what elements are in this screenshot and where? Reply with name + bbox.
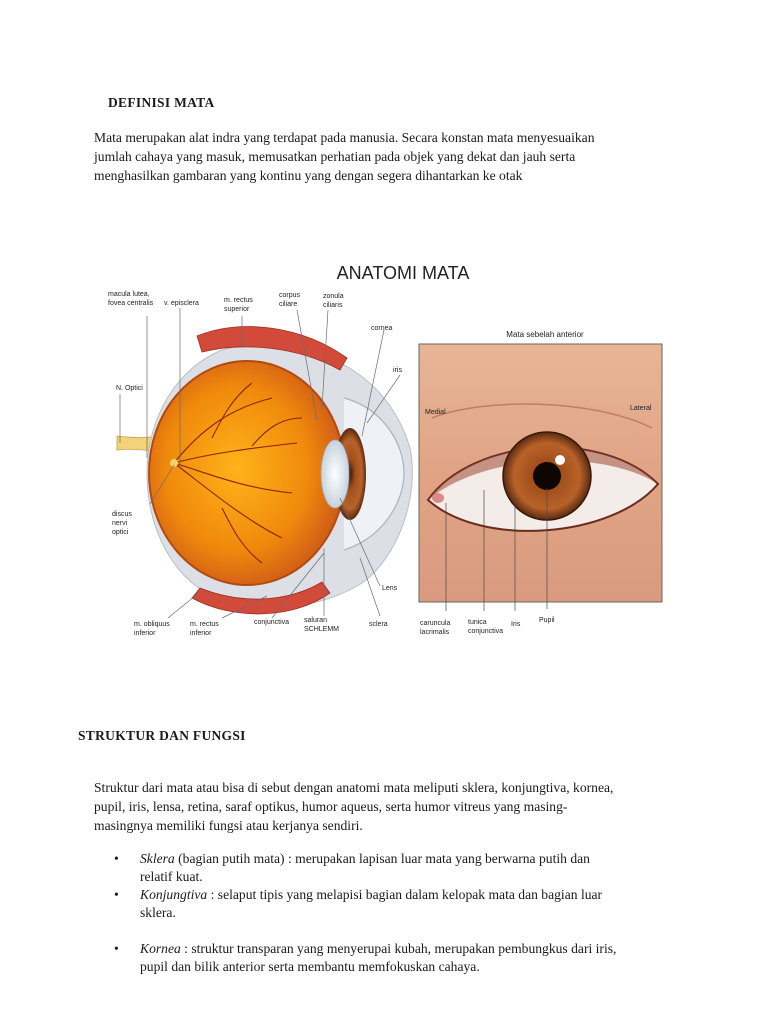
label-rectus-superior: m. rectus: [224, 297, 253, 304]
bullet-marker: •: [114, 887, 119, 902]
section-heading-definisi: DEFINISI MATA: [108, 95, 215, 110]
bullet-text-continued: pupil dan bilik anterior serta membantu …: [140, 959, 480, 974]
paragraph-line: jumlah cahaya yang masuk, memusatkan per…: [94, 149, 576, 164]
bullet-marker: •: [114, 941, 119, 956]
definition-paragraph: Mata merupakan alat indra yang terdapat …: [94, 128, 694, 185]
label-cornea: cornea: [371, 325, 393, 332]
inset-title: Mata sebelah anterior: [506, 330, 584, 339]
section-heading-struktur: STRUKTUR DAN FUNGSI: [78, 728, 246, 743]
label-iris: iris: [393, 367, 402, 374]
bullet-term: Konjungtiva: [140, 887, 208, 902]
anterior-pupil: [533, 462, 561, 490]
label-conjunctiva: conjunctiva: [254, 619, 289, 626]
paragraph-line: Mata merupakan alat indra yang terdapat …: [94, 130, 595, 145]
label-tunica-2: conjunctiva: [468, 628, 503, 635]
label-saluran: saluran: [304, 617, 327, 624]
list-item: • Kornea : struktur transparan yang meny…: [112, 940, 672, 976]
rectus-inferior-muscle: [191, 581, 331, 615]
label-zonula-2: ciliaris: [323, 302, 343, 309]
bullet-term: Kornea: [140, 941, 181, 956]
bullet-term: Sklera: [140, 851, 175, 866]
label-discus-2: nervi: [112, 520, 128, 527]
label-pupil: Pupil: [539, 617, 555, 624]
label-obliquus: m. obliquus: [134, 621, 170, 628]
retinal-vessels: [173, 382, 303, 564]
label-n-optici: N. Optici: [116, 385, 143, 392]
figure-title: ANATOMI MATA: [337, 263, 470, 283]
label-lens: Lens: [382, 585, 398, 592]
list-item: • Sklera (bagian putih mata) : merupakan…: [112, 850, 672, 886]
rectus-superior-muscle: [196, 326, 348, 371]
structure-paragraph: Struktur dari mata atau bisa di sebut de…: [94, 778, 694, 835]
label-macula: macula lutea,: [108, 291, 150, 298]
bullet-marker: •: [114, 851, 119, 866]
inset-leader-lines: [445, 488, 548, 611]
lens-shape: [320, 439, 350, 509]
paragraph-line: Struktur dari mata atau bisa di sebut de…: [94, 780, 614, 795]
label-tunica: tunica: [468, 619, 487, 626]
label-sclera: sclera: [369, 621, 388, 628]
pupil-highlight: [555, 455, 565, 465]
label-corpus-2: ciliare: [279, 301, 297, 308]
bullet-text: : struktur transparan yang menyerupai ku…: [180, 941, 617, 956]
eyeball-interior: [148, 360, 346, 586]
eye-anatomy-figure: ANATOMI MATA: [92, 258, 676, 678]
label-caruncula: caruncula: [420, 620, 450, 627]
label-discus: discus: [112, 511, 132, 518]
optic-disc: [170, 459, 178, 467]
label-episclera: v. episclera: [164, 300, 199, 307]
label-saluran-2: SCHLEMM: [304, 626, 339, 633]
paragraph-line: masingnya memiliki fungsi atau kerjanya …: [94, 818, 363, 833]
label-corpus: corpus: [279, 292, 301, 299]
bullet-text-continued: sklera.: [140, 905, 176, 920]
label-iris-anterior: Iris: [511, 621, 521, 628]
label-lateral: Lateral: [630, 405, 652, 412]
leader-lines: [119, 308, 401, 619]
label-zonula: zonula: [323, 293, 344, 300]
bullet-text-continued: relatif kuat.: [140, 869, 203, 884]
bullet-text: : selaput tipis yang melapisi bagian dal…: [207, 887, 603, 902]
paragraph-line: menghasilkan gambaran yang kontinu yang …: [94, 168, 523, 183]
eyelid-crease: [431, 403, 653, 429]
label-macula-2: fovea centralis: [108, 300, 154, 307]
label-rectus-inferior-2: inferior: [190, 630, 212, 637]
upper-lid-shadow: [428, 447, 658, 500]
paragraph-line: pupil, iris, lensa, retina, saraf optiku…: [94, 799, 568, 814]
bullet-text: (bagian putih mata) : merupakan lapisan …: [174, 851, 590, 866]
label-rectus-superior-2: superior: [224, 306, 250, 313]
label-discus-3: optici: [112, 529, 129, 536]
label-medial: Medial: [425, 409, 446, 416]
label-rectus-inferior: m. rectus: [190, 621, 219, 628]
label-obliquus-2: inferior: [134, 630, 156, 637]
caruncle: [432, 493, 444, 503]
label-caruncula-2: lacrimalis: [420, 629, 450, 636]
structure-bullet-list: • Sklera (bagian putih mata) : merupakan…: [112, 850, 672, 976]
list-item: • Konjungtiva : selaput tipis yang melap…: [112, 886, 672, 922]
